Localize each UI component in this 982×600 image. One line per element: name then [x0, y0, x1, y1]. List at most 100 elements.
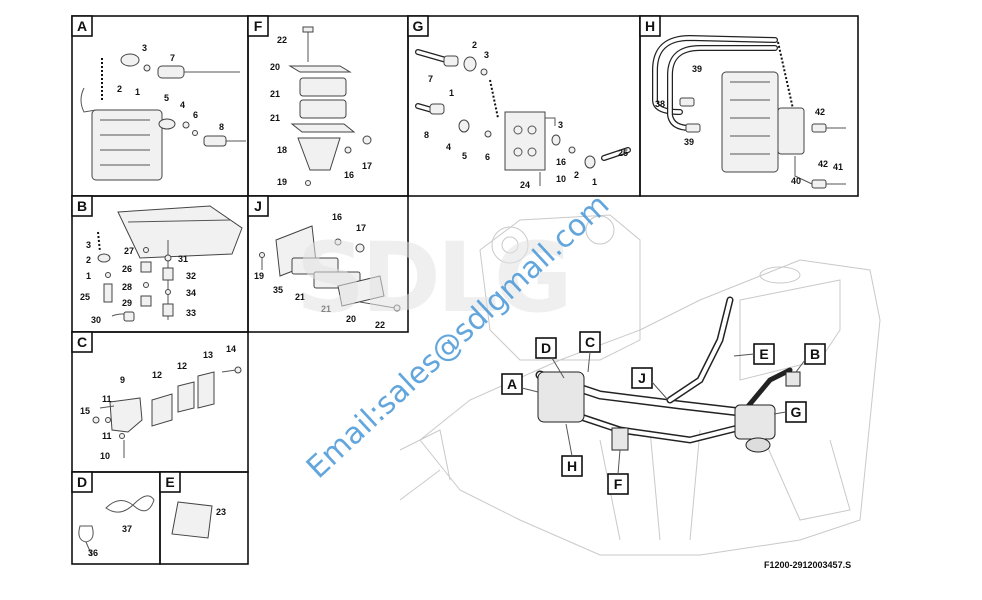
panel-f-drawing — [288, 26, 372, 186]
svg-text:15: 15 — [80, 406, 90, 416]
svg-text:27: 27 — [124, 246, 134, 256]
svg-text:17: 17 — [356, 223, 366, 233]
callout-h: H — [561, 455, 583, 477]
svg-text:7: 7 — [170, 53, 175, 63]
svg-text:3: 3 — [558, 120, 563, 130]
svg-text:1: 1 — [135, 87, 140, 97]
svg-text:F: F — [614, 476, 623, 492]
svg-text:D: D — [77, 474, 87, 490]
svg-text:32: 32 — [186, 271, 196, 281]
callout-j: J — [631, 367, 653, 389]
panel-g-labels: 2 3 7 1 3 8 4 5 6 16 2 25 24 10 1 — [424, 40, 628, 190]
svg-text:31: 31 — [178, 254, 188, 264]
svg-text:7: 7 — [428, 74, 433, 84]
panel-c-drawing — [92, 366, 242, 458]
svg-text:B: B — [810, 346, 820, 362]
svg-text:3: 3 — [142, 43, 147, 53]
svg-text:C: C — [585, 334, 595, 350]
panel-c-labels: 14 13 9 12 12 15 11 11 10 — [80, 344, 236, 461]
svg-text:16: 16 — [556, 157, 566, 167]
machine-outline-drawing — [399, 214, 881, 556]
svg-text:11: 11 — [102, 431, 112, 441]
svg-text:16: 16 — [332, 212, 342, 222]
callout-d: D — [535, 337, 557, 359]
svg-text:11: 11 — [102, 394, 112, 404]
svg-text:36: 36 — [88, 548, 98, 558]
panel-d-labels: 37 36 — [88, 524, 132, 558]
svg-text:2: 2 — [117, 84, 122, 94]
svg-text:21: 21 — [295, 292, 305, 302]
svg-text:42: 42 — [815, 107, 825, 117]
svg-text:1: 1 — [592, 177, 597, 187]
svg-text:1: 1 — [86, 271, 91, 281]
svg-text:28: 28 — [122, 282, 132, 292]
panel-tag-d: D — [71, 471, 93, 493]
panel-tag-a: A — [71, 15, 93, 37]
panel-d-drawing — [78, 495, 155, 557]
svg-text:G: G — [791, 404, 802, 420]
svg-text:25: 25 — [80, 292, 90, 302]
panel-a-drawing — [80, 53, 246, 181]
svg-text:33: 33 — [186, 308, 196, 318]
svg-text:4: 4 — [446, 142, 451, 152]
svg-text:A: A — [507, 376, 517, 392]
panel-tag-c: C — [71, 331, 93, 353]
panel-h-drawing — [652, 34, 846, 189]
svg-text:F: F — [254, 18, 263, 34]
panel-frames — [71, 15, 859, 565]
svg-text:19: 19 — [277, 177, 287, 187]
svg-text:19: 19 — [254, 271, 264, 281]
svg-text:16: 16 — [344, 170, 354, 180]
svg-text:37: 37 — [122, 524, 132, 534]
svg-text:D: D — [541, 340, 551, 356]
svg-text:J: J — [638, 370, 646, 386]
svg-text:20: 20 — [270, 62, 280, 72]
svg-text:29: 29 — [122, 298, 132, 308]
svg-text:21: 21 — [321, 304, 331, 314]
svg-text:3: 3 — [484, 50, 489, 60]
callout-a: A — [501, 373, 523, 395]
svg-text:25: 25 — [618, 148, 628, 158]
svg-text:E: E — [165, 474, 174, 490]
svg-text:3: 3 — [86, 240, 91, 250]
svg-text:39: 39 — [684, 137, 694, 147]
svg-text:26: 26 — [122, 264, 132, 274]
panel-h-labels: 39 38 39 42 42 41 40 — [655, 64, 843, 186]
svg-text:22: 22 — [277, 35, 287, 45]
svg-text:6: 6 — [485, 152, 490, 162]
panel-b-drawing — [97, 205, 243, 322]
panel-tag-f: F — [247, 15, 269, 37]
panel-tags: A F G H B J C D E — [71, 15, 661, 493]
svg-text:12: 12 — [177, 361, 187, 371]
panel-tag-g: G — [407, 15, 429, 37]
svg-text:10: 10 — [100, 451, 110, 461]
panel-tag-j: J — [247, 195, 269, 217]
svg-text:2: 2 — [472, 40, 477, 50]
svg-text:2: 2 — [574, 170, 579, 180]
watermark-text: SDLG — [296, 222, 573, 334]
svg-text:41: 41 — [833, 162, 843, 172]
svg-text:21: 21 — [270, 113, 280, 123]
svg-text:38: 38 — [655, 99, 665, 109]
svg-text:40: 40 — [791, 176, 801, 186]
svg-text:20: 20 — [346, 314, 356, 324]
main-callouts: D C A J E B G H F — [501, 331, 826, 495]
panel-j-drawing — [259, 225, 401, 312]
main-hose-routing — [535, 296, 801, 453]
svg-text:18: 18 — [277, 145, 287, 155]
callout-e: E — [753, 343, 775, 365]
svg-text:1: 1 — [449, 88, 454, 98]
svg-text:A: A — [77, 18, 87, 34]
panel-a-labels: 3 7 2 1 5 4 6 8 — [117, 43, 224, 132]
panel-tag-b: B — [71, 195, 93, 217]
svg-text:22: 22 — [375, 320, 385, 330]
svg-text:B: B — [77, 198, 87, 214]
svg-text:12: 12 — [152, 370, 162, 380]
svg-text:5: 5 — [164, 93, 169, 103]
svg-text:39: 39 — [692, 64, 702, 74]
panel-e-labels: 23 — [216, 507, 226, 517]
svg-text:42: 42 — [818, 159, 828, 169]
svg-text:23: 23 — [216, 507, 226, 517]
svg-text:34: 34 — [186, 288, 196, 298]
